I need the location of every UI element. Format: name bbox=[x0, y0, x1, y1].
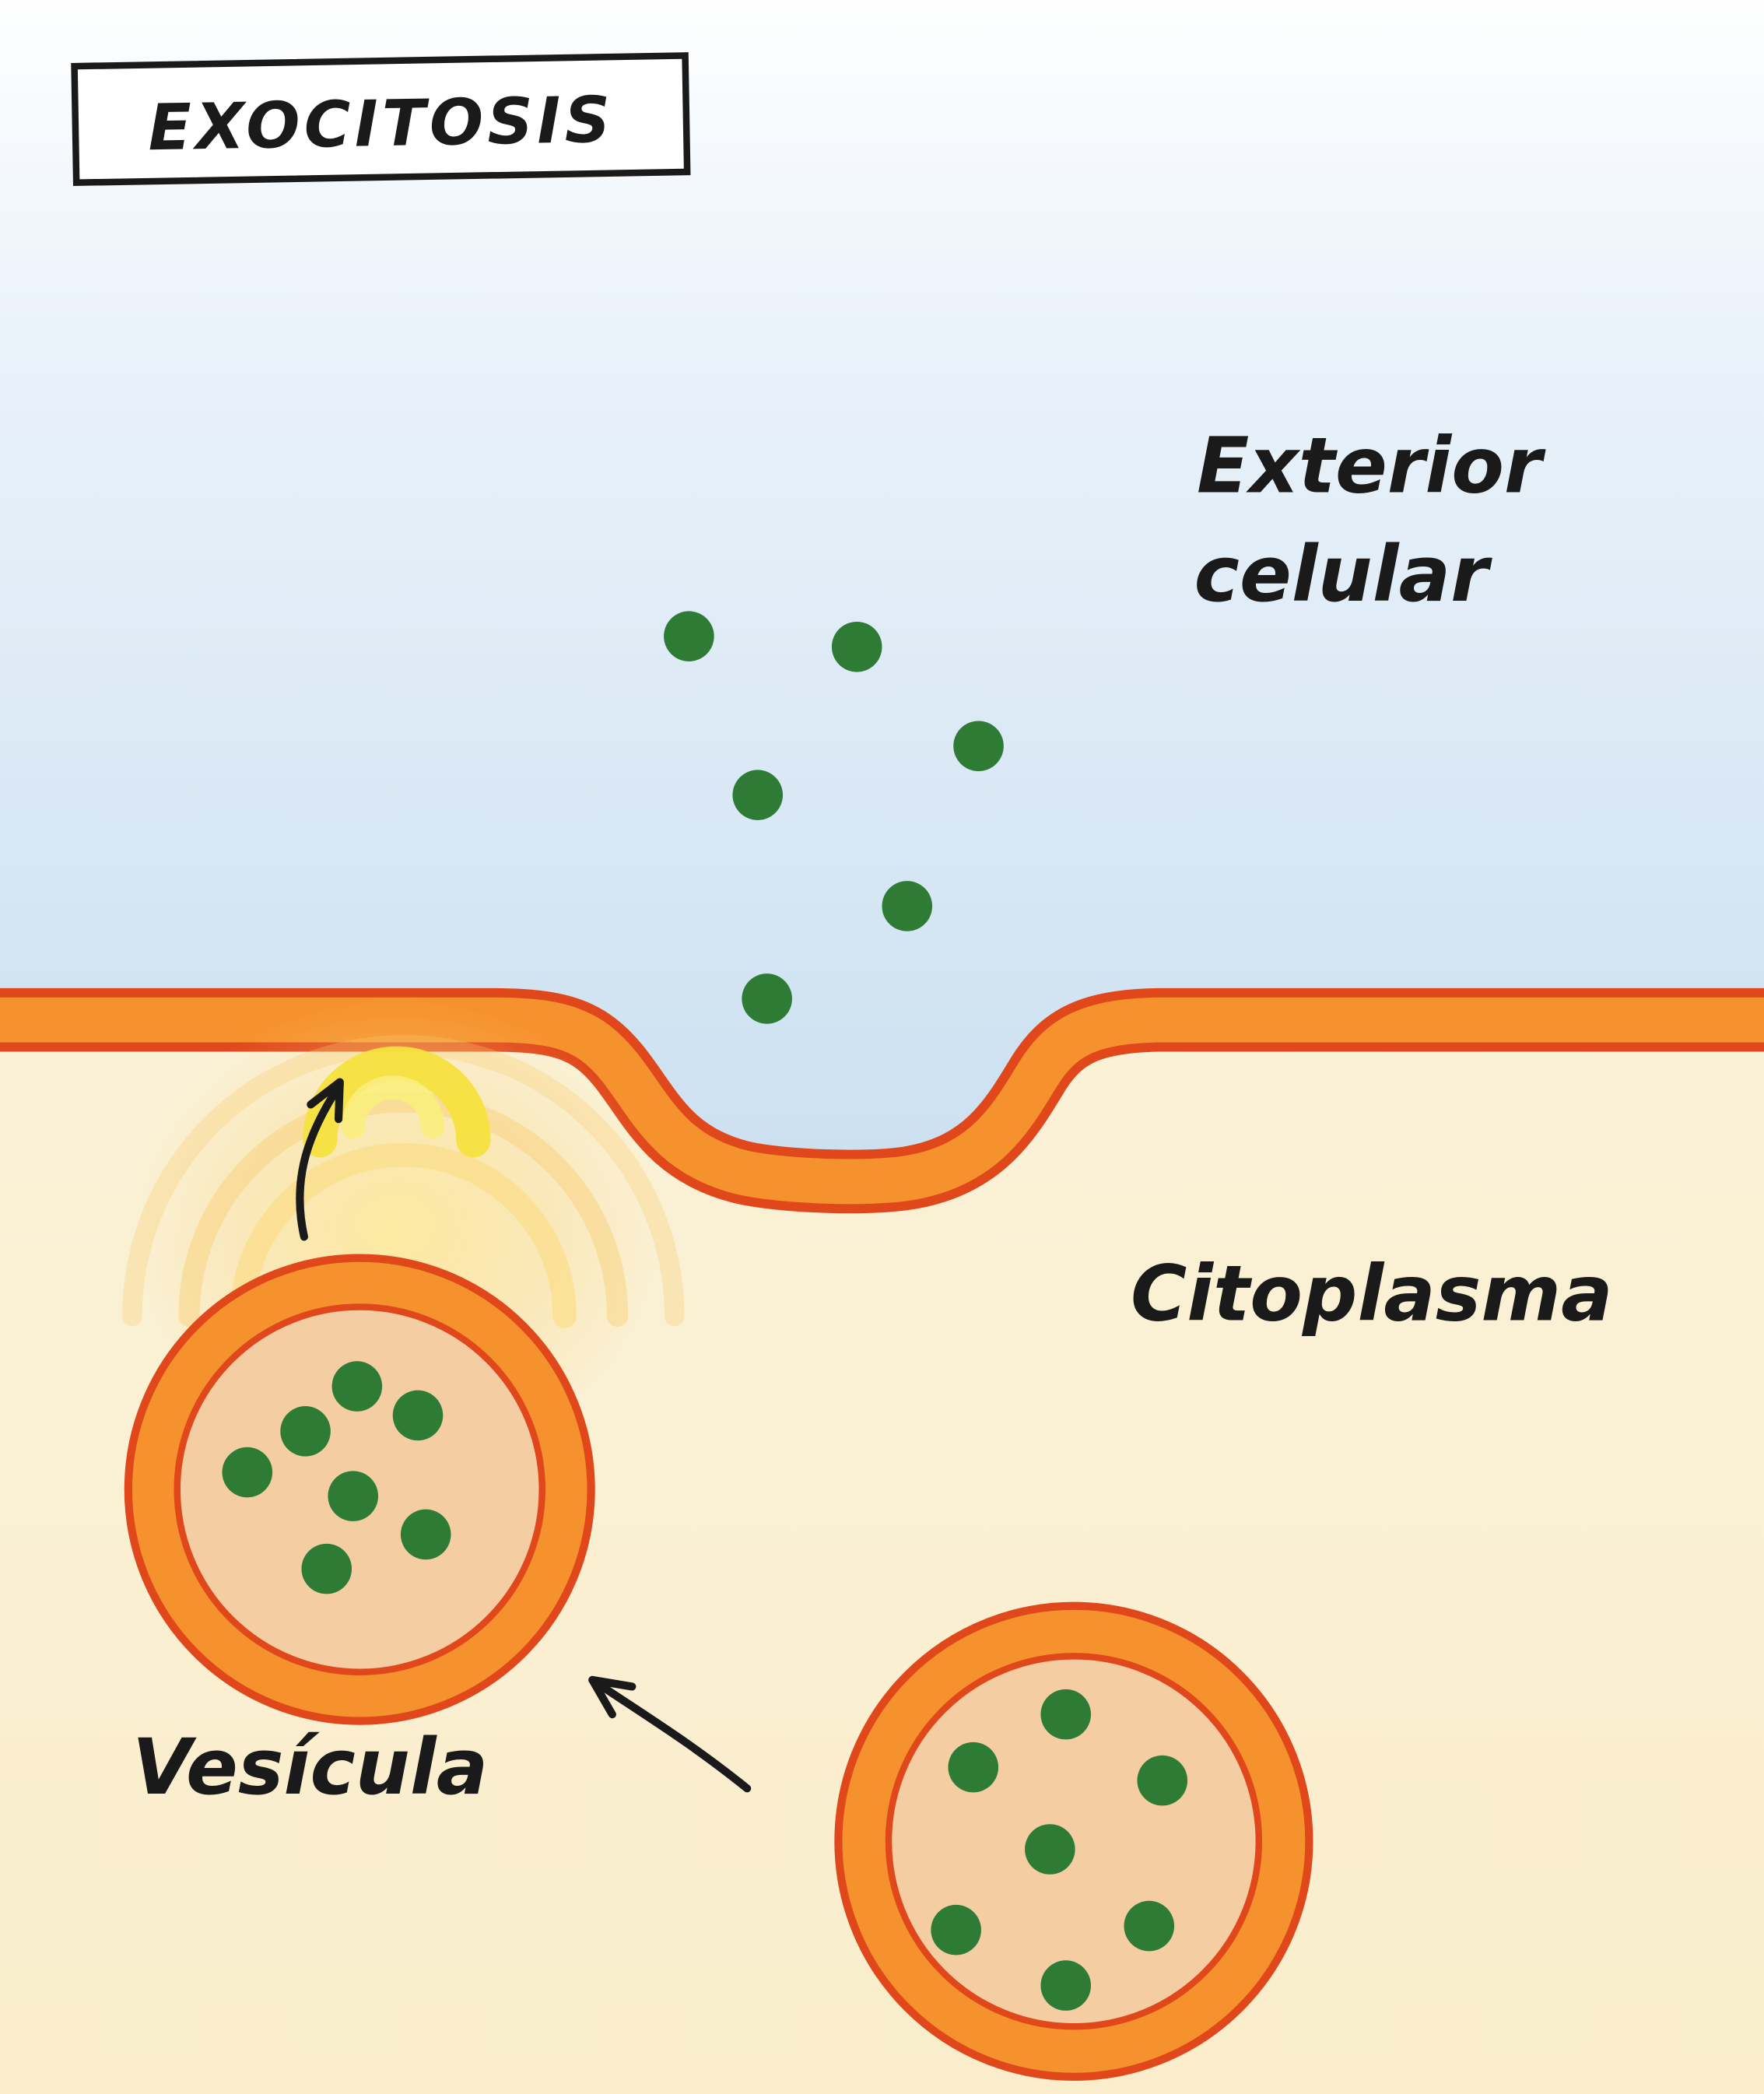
label-exterior-line2: celular bbox=[1194, 530, 1493, 619]
molecule-dot bbox=[280, 1406, 331, 1457]
glow-arc-middle bbox=[178, 1091, 629, 1328]
fusion-arrow-head bbox=[307, 1078, 344, 1124]
molecule-dot bbox=[882, 881, 933, 931]
molecule-dot bbox=[331, 1361, 383, 1412]
molecule-dot bbox=[392, 1390, 444, 1441]
glow-arc-inner bbox=[230, 1142, 577, 1328]
label-citoplasma: Citoplasma bbox=[1131, 1250, 1613, 1339]
molecule-dot bbox=[1040, 1960, 1092, 2011]
molecule-dot bbox=[328, 1471, 379, 1521]
molecule-dot bbox=[222, 1447, 273, 1498]
transport-arrow-shaft bbox=[588, 1675, 752, 1793]
molecule-dot bbox=[1137, 1755, 1188, 1806]
glow-crescent-core bbox=[341, 1075, 444, 1139]
membrane-body bbox=[0, 997, 1764, 1205]
plasma-membrane bbox=[0, 987, 1764, 1214]
molecule-dot bbox=[931, 1904, 981, 1955]
fusion-arrow-shaft bbox=[296, 1080, 344, 1241]
label-vesicula: Vesícula bbox=[132, 1723, 488, 1812]
transport-arrow-head bbox=[588, 1675, 637, 1719]
molecule-dot bbox=[400, 1509, 451, 1560]
glow-arc-outer bbox=[122, 1035, 685, 1327]
extracellular-region bbox=[0, 0, 1764, 1182]
molecule-dot bbox=[1124, 1900, 1175, 1952]
molecule-dot bbox=[742, 973, 792, 1024]
molecule-dot bbox=[732, 770, 784, 820]
molecule-dot bbox=[664, 611, 714, 661]
transport-arrow bbox=[588, 1675, 752, 1793]
vesicle-right bbox=[834, 1601, 1313, 2082]
molecule-dot bbox=[301, 1543, 352, 1594]
molecule-dot bbox=[948, 1741, 999, 1793]
molecule-dot bbox=[953, 721, 1004, 772]
molecule-dot bbox=[1025, 1824, 1075, 1875]
exterior-molecules bbox=[664, 611, 1004, 1024]
molecule-dot bbox=[831, 621, 882, 672]
vesicle-left bbox=[124, 1254, 595, 1725]
label-exterior-line1: Exterior bbox=[1197, 421, 1546, 510]
molecule-dot bbox=[1040, 1689, 1092, 1740]
diagram-title: EXOCITOSIS bbox=[148, 83, 615, 165]
fusion-arrow bbox=[296, 1078, 344, 1241]
title-box-border bbox=[71, 52, 691, 187]
title-box: EXOCITOSIS bbox=[71, 52, 691, 187]
